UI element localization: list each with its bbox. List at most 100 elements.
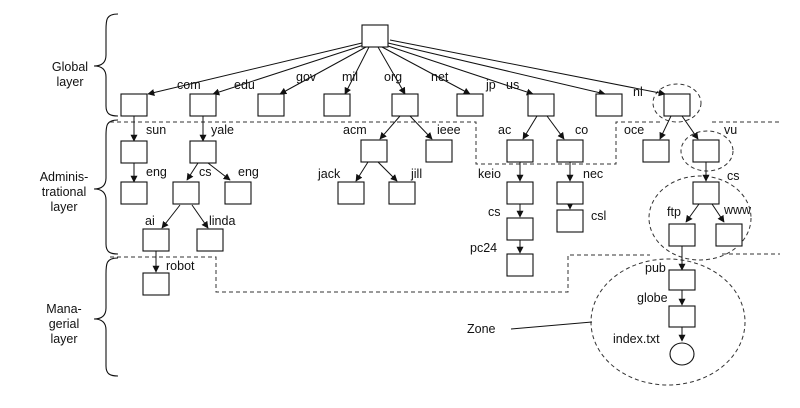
node-ac — [506, 139, 534, 163]
edge-org-ieee — [409, 115, 433, 140]
edge-org-acm — [379, 115, 401, 140]
tree-nodes — [120, 24, 743, 366]
label-pub: pub — [645, 261, 666, 275]
label-co: co — [575, 123, 588, 137]
node-co — [556, 139, 584, 163]
node-robot — [142, 272, 170, 296]
label-oce: oce — [624, 123, 644, 137]
node-keio-cs — [506, 217, 534, 241]
label-gov: gov — [296, 70, 317, 84]
label-jack: jack — [317, 167, 341, 181]
administrational-layer-brace — [93, 119, 119, 255]
node-oce — [642, 139, 670, 163]
edge-cs-ftp — [685, 203, 700, 223]
administrational-layer-label-line1: Adminis- — [40, 170, 89, 184]
global-layer-label-line1: Global — [52, 60, 88, 74]
label-org: org — [384, 70, 402, 84]
label-csl: csl — [591, 209, 606, 223]
node-edu — [189, 93, 217, 117]
label-edu: edu — [234, 78, 255, 92]
managerial-layer-label-line3: layer — [50, 332, 77, 346]
edge-root-com — [147, 42, 363, 96]
node-vu-cs — [692, 181, 720, 205]
node-yale — [189, 140, 217, 164]
label-vu-cs: cs — [727, 169, 740, 183]
node-pc24 — [506, 253, 534, 277]
node-yale-eng — [224, 181, 252, 205]
label-yale-eng: eng — [238, 165, 259, 179]
node-ai — [142, 228, 170, 252]
global-administrational-boundary — [110, 121, 780, 165]
label-nl: nl — [633, 85, 643, 99]
node-yale-cs — [172, 181, 200, 205]
node-index-file — [669, 342, 695, 366]
label-robot: robot — [166, 259, 195, 273]
label-linda: linda — [209, 214, 235, 228]
zone-ellipse-ftp — [590, 258, 746, 386]
edge-root-us — [387, 42, 606, 96]
zone-label: Zone — [467, 322, 496, 336]
node-labels: com edu gov mil org net jp us nl sun eng… — [145, 70, 752, 346]
edge-root-mil — [344, 46, 370, 95]
label-globe: globe — [637, 291, 668, 305]
label-keio: keio — [478, 167, 501, 181]
node-mil — [323, 93, 351, 117]
node-csl — [556, 209, 584, 233]
node-jp — [527, 93, 555, 117]
label-mil: mil — [342, 70, 358, 84]
administrational-layer-label-line2: trational — [42, 185, 86, 199]
edge-yale-cs — [186, 162, 199, 181]
node-www — [715, 223, 743, 247]
edge-root-net — [381, 46, 471, 95]
label-us: us — [506, 78, 519, 92]
label-index-txt: index.txt — [613, 332, 660, 346]
node-acm — [360, 139, 388, 163]
node-org — [391, 93, 419, 117]
edge-cs-ai — [161, 204, 181, 229]
node-us — [595, 93, 623, 117]
edge-nl-vu — [681, 115, 699, 140]
node-keio — [506, 181, 534, 205]
label-net: net — [431, 70, 449, 84]
edge-root-nl — [389, 39, 666, 97]
zone-ellipse-vu — [680, 130, 734, 172]
node-ftp — [668, 223, 696, 247]
node-jack — [337, 181, 365, 205]
node-com — [120, 93, 148, 117]
node-globe — [668, 305, 696, 328]
label-ieee: ieee — [437, 123, 461, 137]
label-acm: acm — [343, 123, 367, 137]
edge-jp-co — [546, 115, 565, 140]
administrational-layer-label-line3: layer — [50, 200, 77, 214]
node-linda — [196, 228, 224, 252]
label-ftp: ftp — [667, 205, 681, 219]
edge-cs-www — [711, 203, 725, 223]
node-gov — [257, 93, 285, 117]
label-ai: ai — [145, 214, 155, 228]
node-ieee — [425, 139, 453, 163]
label-sun: sun — [146, 123, 166, 137]
managerial-layer-brace — [93, 257, 119, 377]
edge-acm-jack — [355, 161, 369, 182]
global-layer-label-line2: layer — [56, 75, 83, 89]
node-sun-eng — [120, 181, 148, 205]
label-yale: yale — [211, 123, 234, 137]
node-jill — [388, 181, 416, 205]
node-nl — [663, 93, 691, 117]
edge-root-org — [377, 46, 406, 95]
edge-cs-linda — [191, 204, 209, 229]
node-nec — [556, 181, 584, 205]
label-www: www — [723, 203, 752, 217]
label-nec: nec — [583, 167, 603, 181]
label-sun-eng: eng — [146, 165, 167, 179]
label-yale-cs: cs — [199, 165, 212, 179]
node-net — [456, 93, 484, 117]
edge-root-gov — [279, 46, 367, 95]
node-root — [361, 24, 389, 48]
label-jp: jp — [485, 78, 496, 92]
label-keio-cs: cs — [488, 205, 501, 219]
edge-yale-eng — [207, 162, 231, 181]
node-vu — [692, 139, 720, 163]
